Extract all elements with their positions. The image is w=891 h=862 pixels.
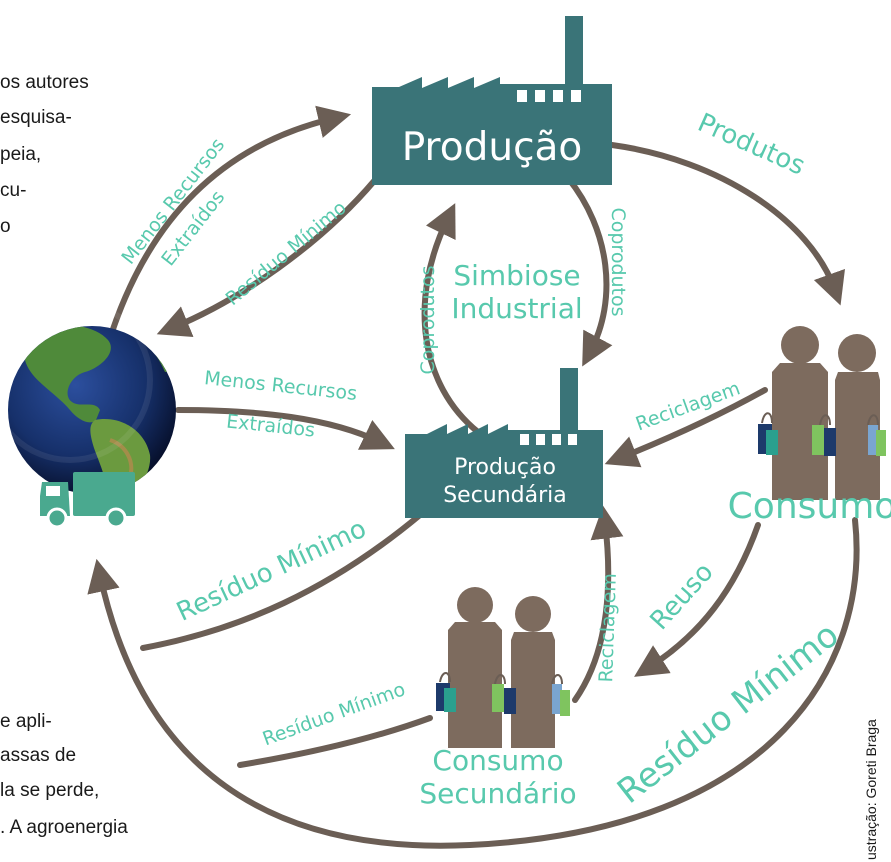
- simbiose-label-line1: Simbiose: [453, 259, 580, 292]
- body-text-line: os autores: [0, 72, 89, 93]
- body-text-line: peia,: [0, 144, 42, 165]
- node-producao: Produção: [402, 125, 583, 170]
- body-text-line: esquisa-: [0, 107, 72, 128]
- arrow-produtos: [609, 142, 845, 306]
- node-consumo: Consumo: [728, 486, 891, 527]
- label-residuo-top: Resíduo Mínimo: [222, 197, 351, 310]
- label-residuo-big: Resíduo Mínimo: [610, 615, 846, 812]
- body-text-line: o: [0, 216, 11, 237]
- node-producao-secundaria-line1: Produção: [454, 455, 556, 480]
- label-reuso: Reuso: [645, 557, 720, 636]
- arrow-reuso: [634, 522, 761, 677]
- arrow-menos-recursos-top: [109, 105, 352, 335]
- arrow-residuo-sec: [237, 715, 433, 768]
- label-menos-recursos-mid-line2: Extraídos: [225, 410, 316, 441]
- consumo-people-icon: Consumo: [728, 326, 891, 527]
- node-producao-secundaria-line2: Secundária: [443, 483, 567, 508]
- consumo-secundario-people-icon: Consumo Secundário: [419, 587, 577, 810]
- body-text-line: la se perde,: [0, 780, 100, 801]
- body-text-line: assas de: [0, 745, 77, 766]
- illustration-credit: ustração: Goreti Braga: [863, 719, 879, 860]
- node-consumo-secundario-line1: Consumo: [432, 744, 563, 777]
- flow-arrows: [87, 105, 860, 849]
- label-menos-recursos-mid-line1: Menos Recursos: [203, 367, 358, 405]
- arrow-residuo-big: [87, 517, 860, 849]
- arrow-coprodutos-right: [565, 175, 613, 367]
- simbiose-label-line2: Industrial: [451, 292, 582, 325]
- body-text-line: e apli-: [0, 711, 52, 732]
- label-coprodutos-right: Coprodutos: [607, 207, 629, 316]
- arrow-coprodutos-left: [421, 203, 481, 435]
- body-text-line: cu-: [0, 180, 27, 201]
- arrow-reciclagem: [604, 387, 768, 468]
- label-residuo-sec: Resíduo Mínimo: [260, 678, 409, 750]
- body-text-line: . A agroenergia: [0, 817, 128, 838]
- label-coprodutos-left: Coprodutos: [417, 265, 439, 374]
- factory-producao: Produção: [372, 16, 612, 185]
- label-reciclagem-sec: Reciclagem: [595, 573, 621, 683]
- factory-producao-secundaria: Produção Secundária: [405, 368, 603, 518]
- arrow-menos-recursos-mid: [175, 407, 395, 450]
- truck-icon: [40, 472, 135, 529]
- arrow-reciclagem-sec: [572, 505, 624, 703]
- node-consumo-secundario-line2: Secundário: [419, 777, 576, 810]
- arrow-residuo-mid: [140, 512, 423, 651]
- arrow-residuo-top: [156, 177, 378, 337]
